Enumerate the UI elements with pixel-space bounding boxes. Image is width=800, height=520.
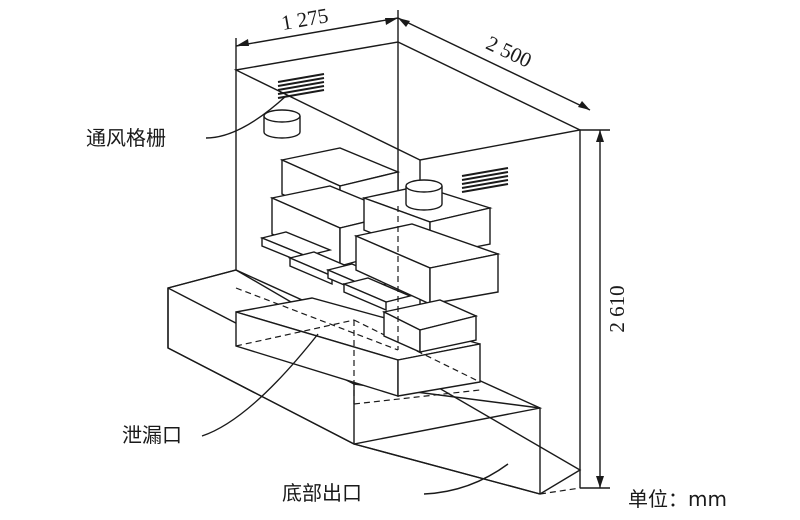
ventilation-grille-right [461,167,509,193]
depth-dimension-label: 2 500 [482,31,535,73]
dimension-depth: 2 500 [397,17,591,111]
component-box-4 [353,223,501,306]
leader-line-leak-port [201,333,319,437]
leader-line-bottom-outlet [423,463,509,495]
dimension-height: 2 610 [580,129,629,489]
width-dimension-label: 1 275 [279,3,330,35]
leak-port-label: 泄漏口 [122,423,182,447]
ventilation-grille-label: 通风格栅 [86,126,166,150]
component-plate-4 [341,277,413,312]
leader-line-grille [205,95,287,139]
height-dimension-label: 2 610 [605,285,629,332]
component-box-5 [381,299,479,354]
cylinder-right [405,179,443,211]
label-bottom-outlet: 底部出口 [282,463,509,505]
hidden-edges [235,206,399,351]
cylinder-left [263,109,301,139]
dimension-width: 1 275 [235,3,399,70]
unit-label: 单位：mm [628,487,727,511]
label-leak-port: 泄漏口 [122,333,319,447]
label-ventilation-grille: 通风格栅 [86,95,287,150]
bottom-outlet-label: 底部出口 [282,481,362,505]
